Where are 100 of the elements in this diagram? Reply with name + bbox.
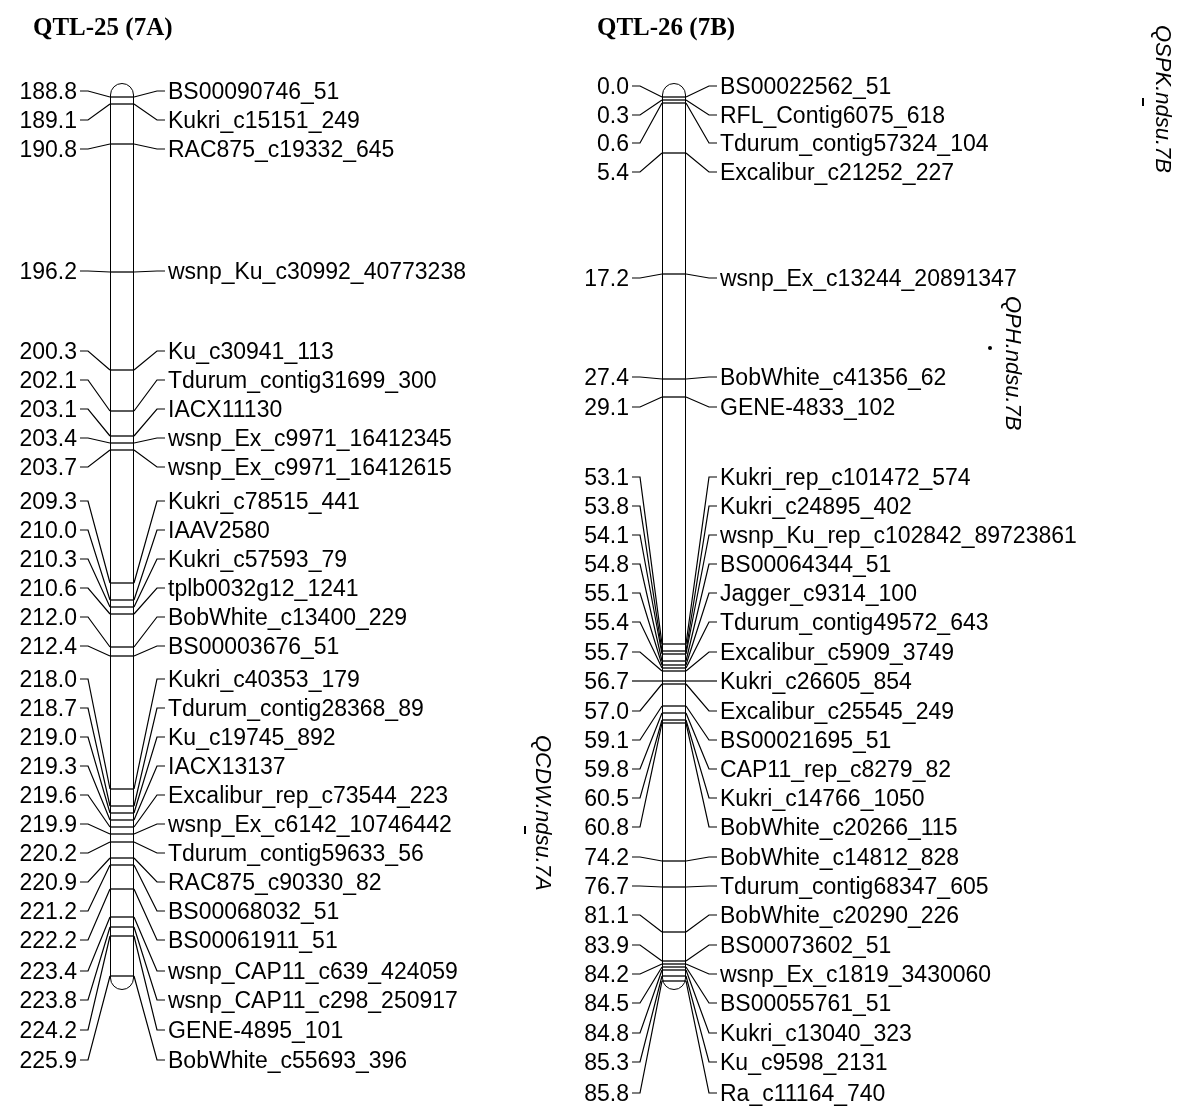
leader-line [79,975,111,1061]
chromosome-bar [662,83,686,990]
leader-line [79,350,111,371]
marker-name: Excalibur_c21252_227 [720,159,954,185]
leader-line [631,705,663,741]
leader-line [631,376,663,380]
leader-line [631,963,663,975]
marker-name: Kukri_c57593_79 [168,546,348,572]
marker-name: RAC875_c19332_645 [168,136,395,162]
marker-name: BobWhite_c55693_396 [168,1047,408,1073]
leader-line [685,975,718,1063]
marker-name: Kukri_rep_c101472_574 [720,464,971,490]
leader-line [133,857,166,883]
leader-line [133,90,166,98]
marker-name: wsnp_Ex_c13244_20891347 [720,265,1017,291]
position-value: 220.9 [19,869,77,895]
marker-name: BobWhite_c41356_62 [720,364,947,390]
leader-line [133,823,166,835]
position-value: 54.8 [584,551,629,577]
position-value: 84.8 [584,1020,629,1046]
leader-line [685,476,718,645]
leader-line [133,408,166,437]
marker-name: Kukri_c26605_854 [720,668,912,694]
position-value: 59.8 [584,756,629,782]
leader-line [685,966,718,1004]
leader-line [79,916,111,972]
leader-line [79,794,111,828]
leader-line [685,980,718,1094]
position-value: 219.6 [19,782,77,808]
position-value: 221.2 [19,898,77,924]
marker-name: BS00022562_51 [720,73,892,99]
position-value: 0.6 [597,130,629,156]
leader-line [79,103,111,121]
position-value: 55.7 [584,639,629,665]
leader-line [685,712,718,770]
leader-line [133,926,166,1001]
position-value: 5.4 [597,159,629,185]
leader-line [631,152,663,173]
leader-line [685,592,718,666]
leader-line [133,500,166,584]
marker-name: BS00068032_51 [168,898,340,924]
marker-name: Excalibur_c25545_249 [720,698,954,724]
leader-line [79,707,111,807]
position-value: 210.6 [19,575,77,601]
leader-line [685,152,718,173]
leader-line [631,651,663,672]
marker-name: Ku_c30941_113 [168,338,334,364]
marker-name: BS00003676_51 [168,633,340,659]
position-value: 27.4 [584,364,629,390]
position-value: 209.3 [19,488,77,514]
qtl-label: QPH.ndsu.7B [1000,296,1026,431]
leader-line [631,914,663,933]
marker-name: BobWhite_c20290_226 [720,902,960,928]
leader-line [133,794,166,828]
marker-name: Tdurum_contig57324_104 [720,130,989,156]
position-value: 203.4 [19,425,77,451]
leader-line [79,736,111,814]
leader-line [79,678,111,790]
position-value: 222.2 [19,927,77,953]
marker-name: RFL_Contig6075_618 [720,102,946,128]
marker-name: wsnp_Ex_c9971_16412345 [168,425,452,451]
chromosome-title: QTL-26 (7B) [597,12,736,42]
position-value: 210.3 [19,546,77,572]
leader-line [631,885,663,888]
position-value: 29.1 [584,394,629,420]
leader-line [133,558,166,608]
marker-name: IACX11130 [168,396,283,422]
leader-line [685,102,718,144]
position-value: 188.8 [19,78,77,104]
leader-line [685,680,718,682]
leader-line [631,102,663,144]
leader-line [79,857,111,883]
marker-name: BS00021695_51 [720,727,892,753]
marker-name: BS00064344_51 [720,551,892,577]
position-value: 53.1 [584,464,629,490]
leader-line [133,587,166,615]
position-value: 189.1 [19,107,77,133]
leader-line [631,683,663,712]
position-value: 54.1 [584,522,629,548]
leader-line [79,90,111,98]
leader-line [685,505,718,652]
marker-name: wsnp_Ex_c1819_3430060 [720,961,992,987]
marker-name: Kukri_c40353_179 [168,666,360,692]
position-value: 85.8 [584,1080,629,1106]
position-value: 225.9 [19,1047,77,1073]
leader-line [133,707,166,807]
leader-line [133,765,166,821]
leader-line [133,736,166,814]
marker-name: IAAV2580 [168,517,270,543]
position-value: 55.1 [584,580,629,606]
position-value: 0.0 [597,73,629,99]
marker-name: wsnp_Ex_c6142_10746442 [168,811,452,837]
position-value: 55.4 [584,609,629,635]
position-value: 219.3 [19,753,77,779]
leader-line [685,914,718,933]
leader-line [685,719,718,799]
leader-line [79,143,111,150]
position-value: 200.3 [19,338,77,364]
marker-name: Kukri_c24895_402 [720,493,912,519]
leader-line [631,592,663,666]
